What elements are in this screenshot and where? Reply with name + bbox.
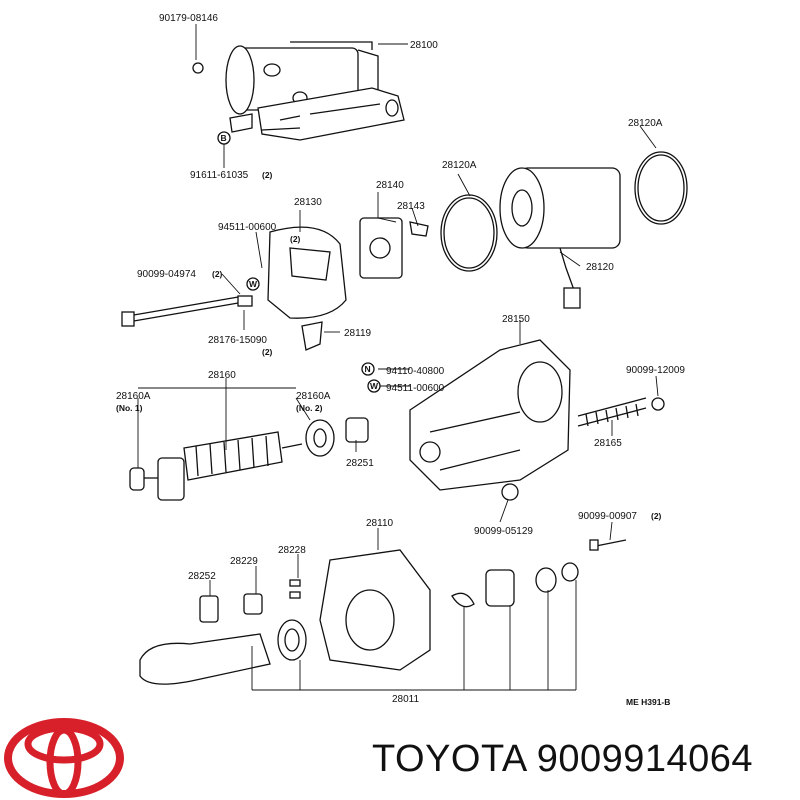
part-label: 90099-04974: [137, 269, 196, 280]
part-label: 28150: [502, 314, 530, 325]
part-label: 28120A: [442, 160, 477, 171]
part-labels: 90179-08146 28100 91611-61035 (2) 28120A…: [116, 13, 685, 707]
part-label: 28176-15090: [208, 335, 267, 346]
part-label: 28110: [366, 518, 394, 529]
svg-text:W: W: [249, 279, 258, 289]
part-label: 28160: [208, 370, 236, 381]
part-label: 94511-00600: [386, 383, 445, 394]
part-label: 28160A: [116, 391, 151, 402]
part-quantity: (2): [262, 170, 273, 180]
part-number-note: (No. 1): [116, 403, 143, 413]
part-label: 28251: [346, 458, 374, 469]
part-label: 28140: [376, 180, 404, 191]
part-quantity: (2): [290, 234, 301, 244]
part-label: 28119: [344, 328, 372, 339]
part-quantity: (2): [262, 347, 273, 357]
svg-text:B: B: [221, 133, 227, 143]
part-quantity: (2): [651, 511, 662, 521]
brand-name: TOYOTA: [372, 738, 526, 780]
part-label: 94110-40800: [386, 366, 445, 377]
part-label: 90099-05129: [474, 526, 533, 537]
part-label: 28100: [410, 40, 438, 51]
part-label: 28252: [188, 571, 216, 582]
diagram-code: ME H391-B: [626, 697, 670, 707]
armature-drawing: [129, 417, 369, 501]
part-label: 28120A: [628, 118, 663, 129]
part-label: 91611-61035: [190, 170, 249, 181]
part-label: 28160A: [296, 391, 331, 402]
marker-b: B: [217, 131, 231, 145]
svg-text:W: W: [370, 381, 379, 391]
part-label: 28229: [230, 556, 258, 567]
part-label: 90099-00907: [578, 511, 637, 522]
part-label: 28165: [594, 438, 622, 449]
part-label: 90179-08146: [159, 13, 218, 24]
part-label: 28011: [392, 694, 420, 705]
part-quantity: (2): [212, 269, 223, 279]
part-label: 28130: [294, 197, 322, 208]
marker-n: N: [361, 362, 375, 376]
drive-frame-drawing: [139, 539, 627, 685]
housing-drawing: [409, 339, 665, 501]
brand-caption: TOYOTA 9009914064: [372, 738, 753, 781]
part-label: 94511-00600: [218, 222, 277, 233]
o-ring-and-yoke-drawing: [440, 151, 688, 309]
part-number-note: (No. 2): [296, 403, 323, 413]
part-label: 90099-12009: [626, 365, 685, 376]
part-label: 28120: [586, 262, 614, 273]
part-label: 28228: [278, 545, 306, 556]
part-number: 9009914064: [536, 738, 754, 780]
starter-assembly-drawing: [192, 41, 405, 141]
end-frame-drawing: [121, 217, 429, 351]
part-label: 28143: [397, 201, 425, 212]
marker-w: W: [246, 277, 260, 291]
leader-lines: [137, 24, 659, 691]
toyota-logo-icon: [4, 718, 124, 798]
svg-text:N: N: [365, 364, 371, 374]
marker-w-2: W: [367, 379, 381, 393]
